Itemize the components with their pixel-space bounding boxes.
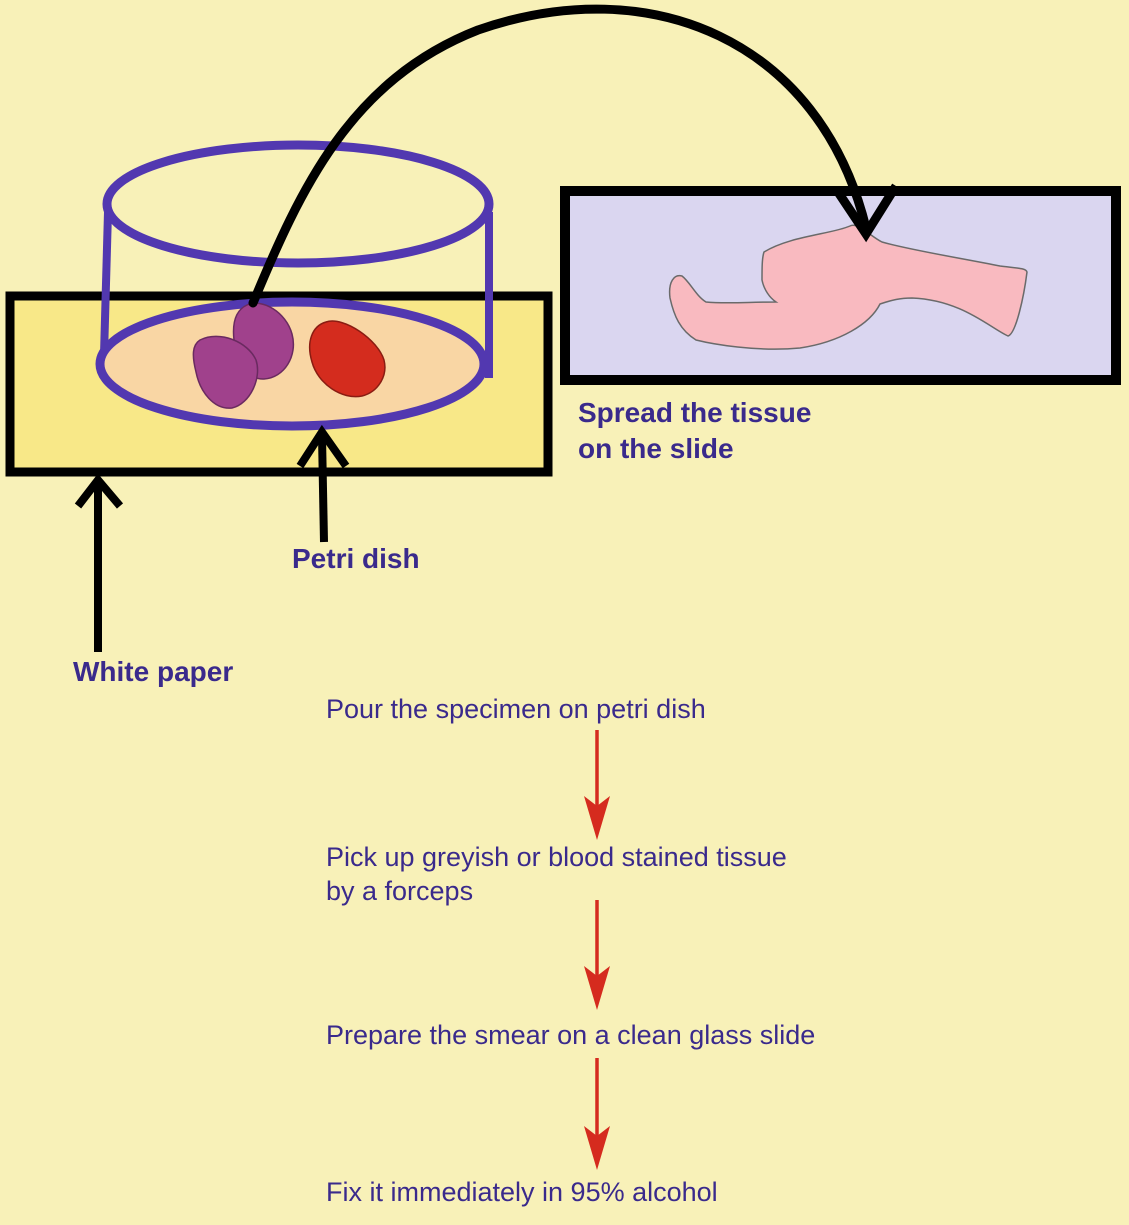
petri-dish-wall-left xyxy=(100,211,112,356)
petri-dish-rim xyxy=(102,140,494,268)
step-3-line1: Prepare the smear on a clean glass slide xyxy=(326,1020,816,1050)
step-4: Fix it immediately in 95% alcohol xyxy=(326,1175,718,1209)
flow-arrow-3 xyxy=(584,1058,610,1170)
petri-dish-pointer-head xyxy=(296,424,350,469)
spread-label-line1: Spread the tissue xyxy=(578,397,812,428)
tissue-piece-red xyxy=(308,320,386,398)
step-2-line2: by a forceps xyxy=(326,876,474,906)
spread-label: Spread the tissue on the slide xyxy=(578,395,811,467)
white-paper-pointer-head xyxy=(74,473,124,509)
transfer-arrow-head xyxy=(834,183,900,243)
transfer-arrow-curve xyxy=(248,4,871,308)
spread-label-line2: on the slide xyxy=(578,433,734,464)
flow-arrow-2 xyxy=(584,900,610,1010)
petri-dish-label: Petri dish xyxy=(292,543,420,574)
tissue-piece-purple-2 xyxy=(192,335,259,409)
step-4-line1: Fix it immediately in 95% alcohol xyxy=(326,1177,718,1207)
petri-dish-pointer-shaft xyxy=(318,435,328,543)
step-1: Pour the specimen on petri dish xyxy=(326,692,706,726)
step-2-line1: Pick up greyish or blood stained tissue xyxy=(326,842,787,872)
step-2: Pick up greyish or blood stained tissue … xyxy=(326,840,787,908)
tissue-smear xyxy=(668,224,1028,350)
step-1-line1: Pour the specimen on petri dish xyxy=(326,694,706,724)
white-paper-label: White paper xyxy=(73,656,234,687)
step-3: Prepare the smear on a clean glass slide xyxy=(326,1018,815,1052)
petri-dish-bottom xyxy=(95,297,489,431)
flow-arrow-1 xyxy=(584,730,610,840)
